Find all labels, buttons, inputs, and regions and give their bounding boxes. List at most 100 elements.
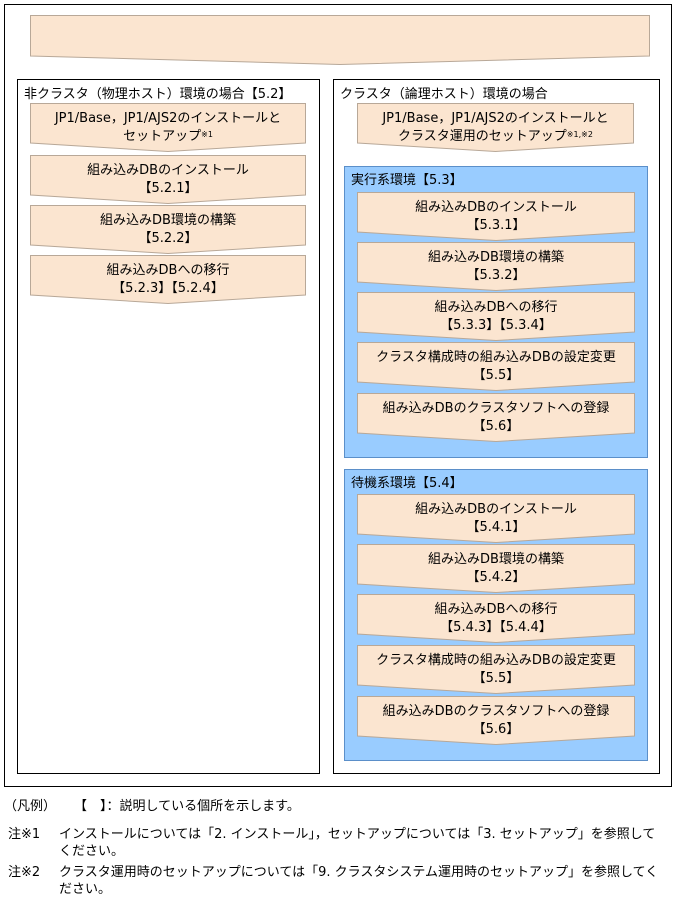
cluster-panel-title: クラスタ（論理ホスト）環境の場合 [340,87,548,102]
note-2-label: 注※2 [8,865,41,880]
step-arrow-shape [357,594,635,644]
step-line-2: 【5.5】 [357,670,635,688]
standby-environment-title: 待機系環境【5.4】 [351,476,463,491]
step-line-2-text: 【5.5】 [472,671,520,686]
step-line-1: 組み込みDB環境の構築 [428,552,564,567]
step-arrow-shape [357,645,635,695]
note-1-label: 注※1 [8,827,41,842]
standby-step-cluster-config: クラスタ構成時の組み込みDBの設定変更【5.5】 [357,645,635,695]
step-note-mark: ※1 [201,130,213,139]
step-line-1: 組み込みDBへの移行 [434,602,558,617]
note-2-text: クラスタ運用時のセットアップについては「9. クラスタシステム運用時のセットアッ… [59,865,659,897]
step-line-2-text: 【5.2.2】 [138,231,198,246]
standby-step-build-db: 組み込みDB環境の構築【5.4.2】 [357,544,635,594]
step-arrow-shape [30,15,650,66]
step-arrow-shape [357,696,635,746]
right-step-cluster-setup: JP1/Base，JP1/AJS2のインストールとクラスタ運用のセットアップ※1… [357,103,634,153]
step-line-2-text: クラスタ運用のセットアップ [398,129,567,144]
standby-step-migrate-db: 組み込みDBへの移行【5.4.3】【5.4.4】 [357,594,635,644]
step-line-1: クラスタ構成時の組み込みDBの設定変更 [376,653,616,668]
standby-step-register-cluster: 組み込みDBのクラスタソフトへの登録【5.6】 [357,696,635,746]
step-text: 組み込みDBへの移行【5.4.3】【5.4.4】 [357,601,635,637]
step-arrow-shape [357,242,635,292]
step-line-1: 組み込みDBへの移行 [106,263,230,278]
left-step-setup: JP1/Base，JP1/AJS2のインストールとセットアップ※1 [30,103,306,153]
step-line-2: 【5.4.2】 [357,569,635,587]
step-line-2-text: 【5.3.1】 [466,218,526,233]
step-text: 組み込みDBのインストール【5.2.1】 [30,162,306,198]
step-line-2-text: 【5.4.3】【5.4.4】 [440,620,552,635]
step-line-1: JP1/Base，JP1/AJS2のインストールと [382,111,609,126]
step-line-2-text: 【5.2.1】 [138,181,198,196]
step-line-1: クラスタ構成時の組み込みDBの設定変更 [376,350,616,365]
step-line-2: 【5.5】 [357,367,635,385]
step-text: 組み込みDBへの移行【5.3.3】【5.3.4】 [357,299,635,335]
step-line-1: 組み込みDBへの移行 [434,300,558,315]
diagram-frame [4,4,672,787]
step-line-2-text: 【5.6】 [472,722,520,737]
step-environment-review [30,15,650,66]
step-arrow-shape [357,103,634,153]
step-line-2: 【5.6】 [357,721,635,739]
step-text: 組み込みDBのクラスタソフトへの登録【5.6】 [357,400,635,436]
left-step-migrate-db: 組み込みDBへの移行【5.2.3】【5.2.4】 [30,255,306,305]
step-arrow-shape [30,205,306,255]
step-line-1: 組み込みDBのクラスタソフトへの登録 [382,401,610,416]
step-line-2: 【5.2.3】【5.2.4】 [30,280,306,298]
step-text: JP1/Base，JP1/AJS2のインストールとクラスタ運用のセットアップ※1… [357,110,634,146]
step-line-2-text: 【5.5】 [472,368,520,383]
step-line-2-text: 【5.6】 [472,419,520,434]
step-line-2: 【5.3.3】【5.3.4】 [357,317,635,335]
step-line-2: 【5.4.3】【5.4.4】 [357,619,635,637]
step-line-2: 【5.2.2】 [30,230,306,248]
standby-step-install-db: 組み込みDBのインストール【5.4.1】 [357,494,635,544]
step-line-2: セットアップ※1 [30,128,306,146]
step-arrow-shape [357,393,635,443]
step-text: 組み込みDBのインストール【5.4.1】 [357,501,635,537]
step-line-2-text: 【5.3.3】【5.3.4】 [440,318,552,333]
step-line-1: 組み込みDBのインストール [415,200,577,215]
step-line-2: 【5.3.1】 [357,217,635,235]
step-line-1: 組み込みDB環境の構築 [100,213,236,228]
left-step-build-db: 組み込みDB環境の構築【5.2.2】 [30,205,306,255]
step-line-2: クラスタ運用のセットアップ※1,※2 [357,128,634,146]
legend: （凡例） 【 】：説明している個所を示します。 [4,798,300,816]
step-line-2-text: セットアップ [123,129,202,144]
step-arrow-shape [357,494,635,544]
step-arrow-shape [30,155,306,205]
step-text: 組み込みDBのインストール【5.3.1】 [357,199,635,235]
step-note-mark: ※1,※2 [566,130,593,139]
step-arrow-shape [357,342,635,392]
left-step-install-db: 組み込みDBのインストール【5.2.1】 [30,155,306,205]
active-step-build-db: 組み込みDB環境の構築【5.3.2】 [357,242,635,292]
step-line-1: 組み込みDBのインストール [415,502,577,517]
step-arrow-shape [357,544,635,594]
step-line-1: JP1/Base，JP1/AJS2のインストールと [54,111,282,126]
step-line-2-text: 【5.3.2】 [466,268,526,283]
step-text: JP1/Base，JP1/AJS2のインストールとセットアップ※1 [30,110,306,146]
note-1-text: インストールについては「2. インストール」，セットアップについては「3. セッ… [59,827,656,859]
step-text: 組み込みDBへの移行【5.2.3】【5.2.4】 [30,262,306,298]
step-line-2: 【5.4.1】 [357,519,635,537]
non-cluster-panel-title: 非クラスタ（物理ホスト）環境の場合【5.2】 [24,87,292,102]
step-line-2: 【5.3.2】 [357,267,635,285]
step-line-1: 組み込みDBのインストール [87,163,249,178]
active-step-install-db: 組み込みDBのインストール【5.3.1】 [357,192,635,242]
step-text: クラスタ構成時の組み込みDBの設定変更【5.5】 [357,349,635,385]
step-arrow-shape [357,192,635,242]
step-text: 組み込みDB環境の構築【5.3.2】 [357,249,635,285]
step-line-2: 【5.6】 [357,418,635,436]
step-text: クラスタ構成時の組み込みDBの設定変更【5.5】 [357,652,635,688]
step-line-2-text: 【5.4.2】 [466,570,526,585]
active-step-register-cluster: 組み込みDBのクラスタソフトへの登録【5.6】 [357,393,635,443]
active-step-cluster-config: クラスタ構成時の組み込みDBの設定変更【5.5】 [357,342,635,392]
step-line-2: 【5.2.1】 [30,180,306,198]
legend-text: 【 】：説明している個所を示します。 [74,799,300,814]
step-arrow-shape [357,292,635,342]
step-text: 組み込みDB環境の構築【5.4.2】 [357,551,635,587]
step-text: 組み込みDB環境の構築【5.2.2】 [30,212,306,248]
step-arrow-shape [30,103,306,153]
legend-label: （凡例） [4,799,57,814]
step-line-2-text: 【5.4.1】 [466,520,526,535]
step-line-1: 組み込みDB環境の構築 [428,250,564,265]
